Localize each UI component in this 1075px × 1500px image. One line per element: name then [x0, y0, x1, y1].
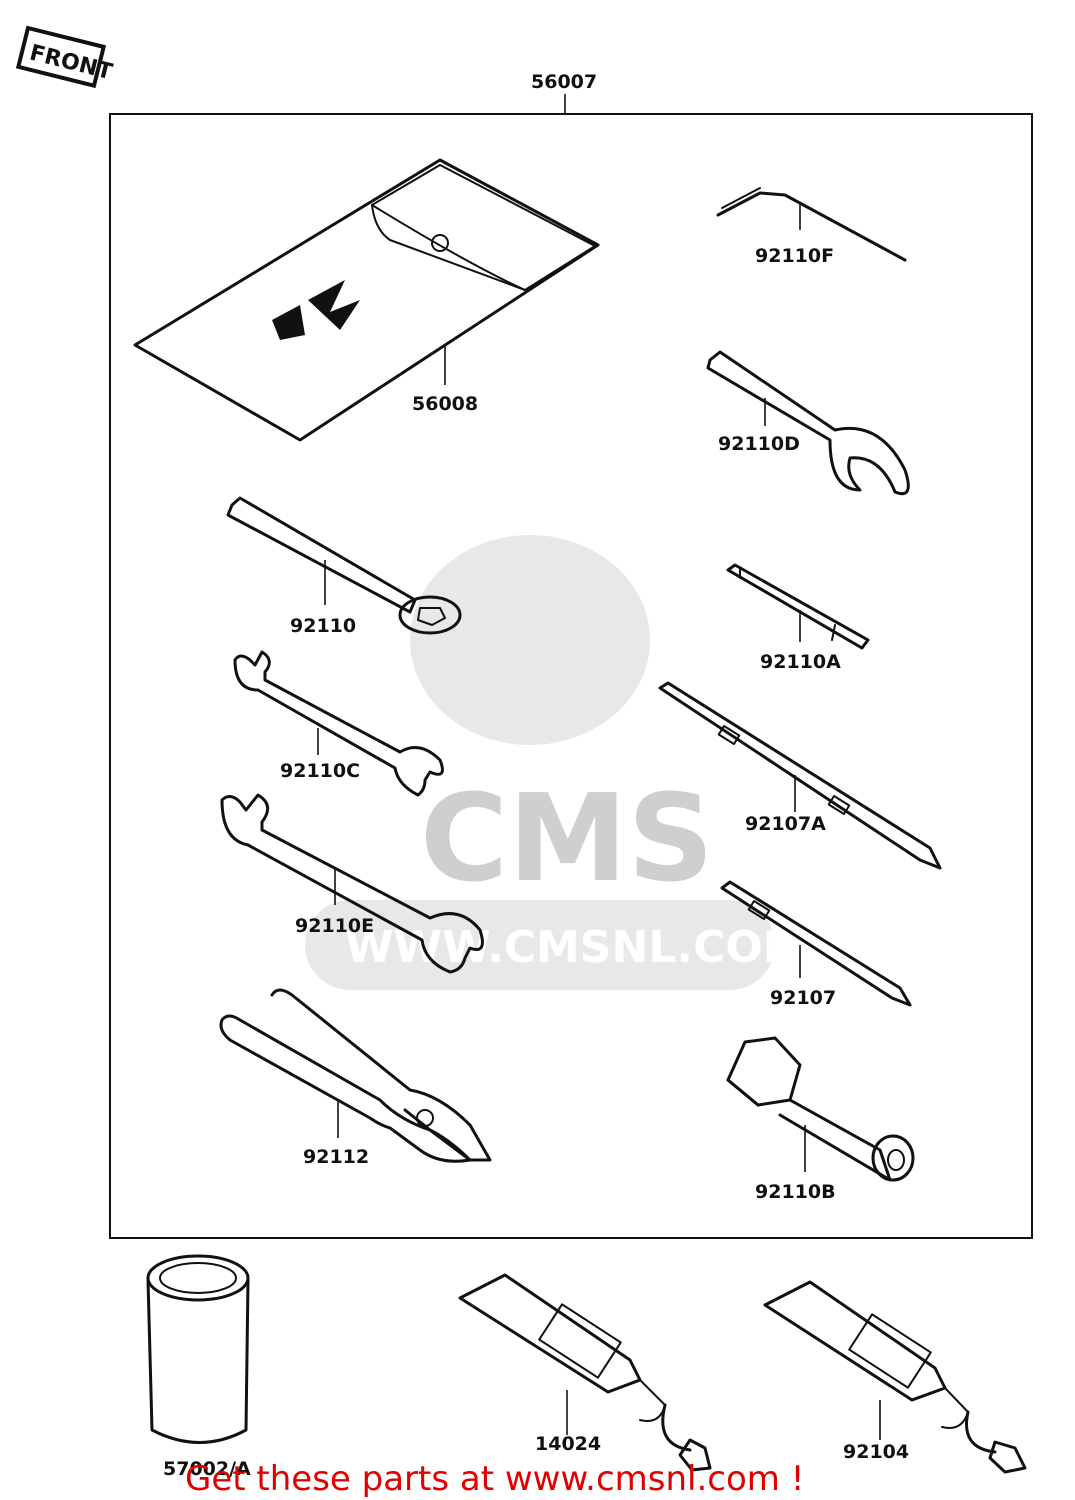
part-label-92110C: 92110C [280, 760, 360, 782]
part-label-57002A: 57002/A [163, 1458, 251, 1480]
front-orientation-tag: FRONT [15, 25, 115, 89]
kit-bracket: 56007 [109, 71, 1033, 1239]
grease-can-icon [146, 1254, 250, 1444]
part-label-92110E: 92110E [295, 915, 374, 937]
footer-link[interactable]: Get these parts at www.cmsnl.com ! [185, 1459, 804, 1499]
cms-watermark: CMS WWW.CMSNL.COM [305, 535, 807, 990]
flat-lever-icon [726, 563, 870, 650]
kit-label: 56007 [531, 71, 597, 93]
part-label-92110F: 92110F [755, 245, 834, 267]
part-label-92107: 92107 [770, 987, 836, 1009]
watermark-brand: CMS [420, 770, 714, 909]
part-label-92104: 92104 [843, 1441, 909, 1463]
part-label-14024: 14024 [535, 1433, 601, 1455]
socket-wrench-icon [726, 1036, 915, 1182]
open-wrench-icon [233, 650, 444, 797]
grease-tube-icon-b [763, 1280, 1027, 1474]
part-label-92107A: 92107A [745, 813, 826, 835]
screwdriver-icon-short [720, 880, 912, 1007]
tool-pouch-icon [133, 158, 600, 442]
part-label-56008: 56008 [412, 393, 478, 415]
grease-tube-icon [458, 1273, 712, 1472]
hook-spanner-icon [706, 350, 910, 496]
part-label-92110B: 92110B [755, 1181, 836, 1203]
screwdriver-icon [658, 681, 942, 870]
box-spanner-icon [226, 496, 462, 635]
open-wrench-icon-large [220, 793, 484, 974]
hex-key-icon [716, 187, 907, 262]
pliers-icon [219, 988, 492, 1163]
part-label-92110: 92110 [290, 615, 356, 637]
part-label-92110D: 92110D [718, 433, 800, 455]
part-label-92112: 92112 [303, 1146, 369, 1168]
watermark-url: WWW.CMSNL.COM [345, 922, 807, 973]
part-label-92110A: 92110A [760, 651, 841, 673]
